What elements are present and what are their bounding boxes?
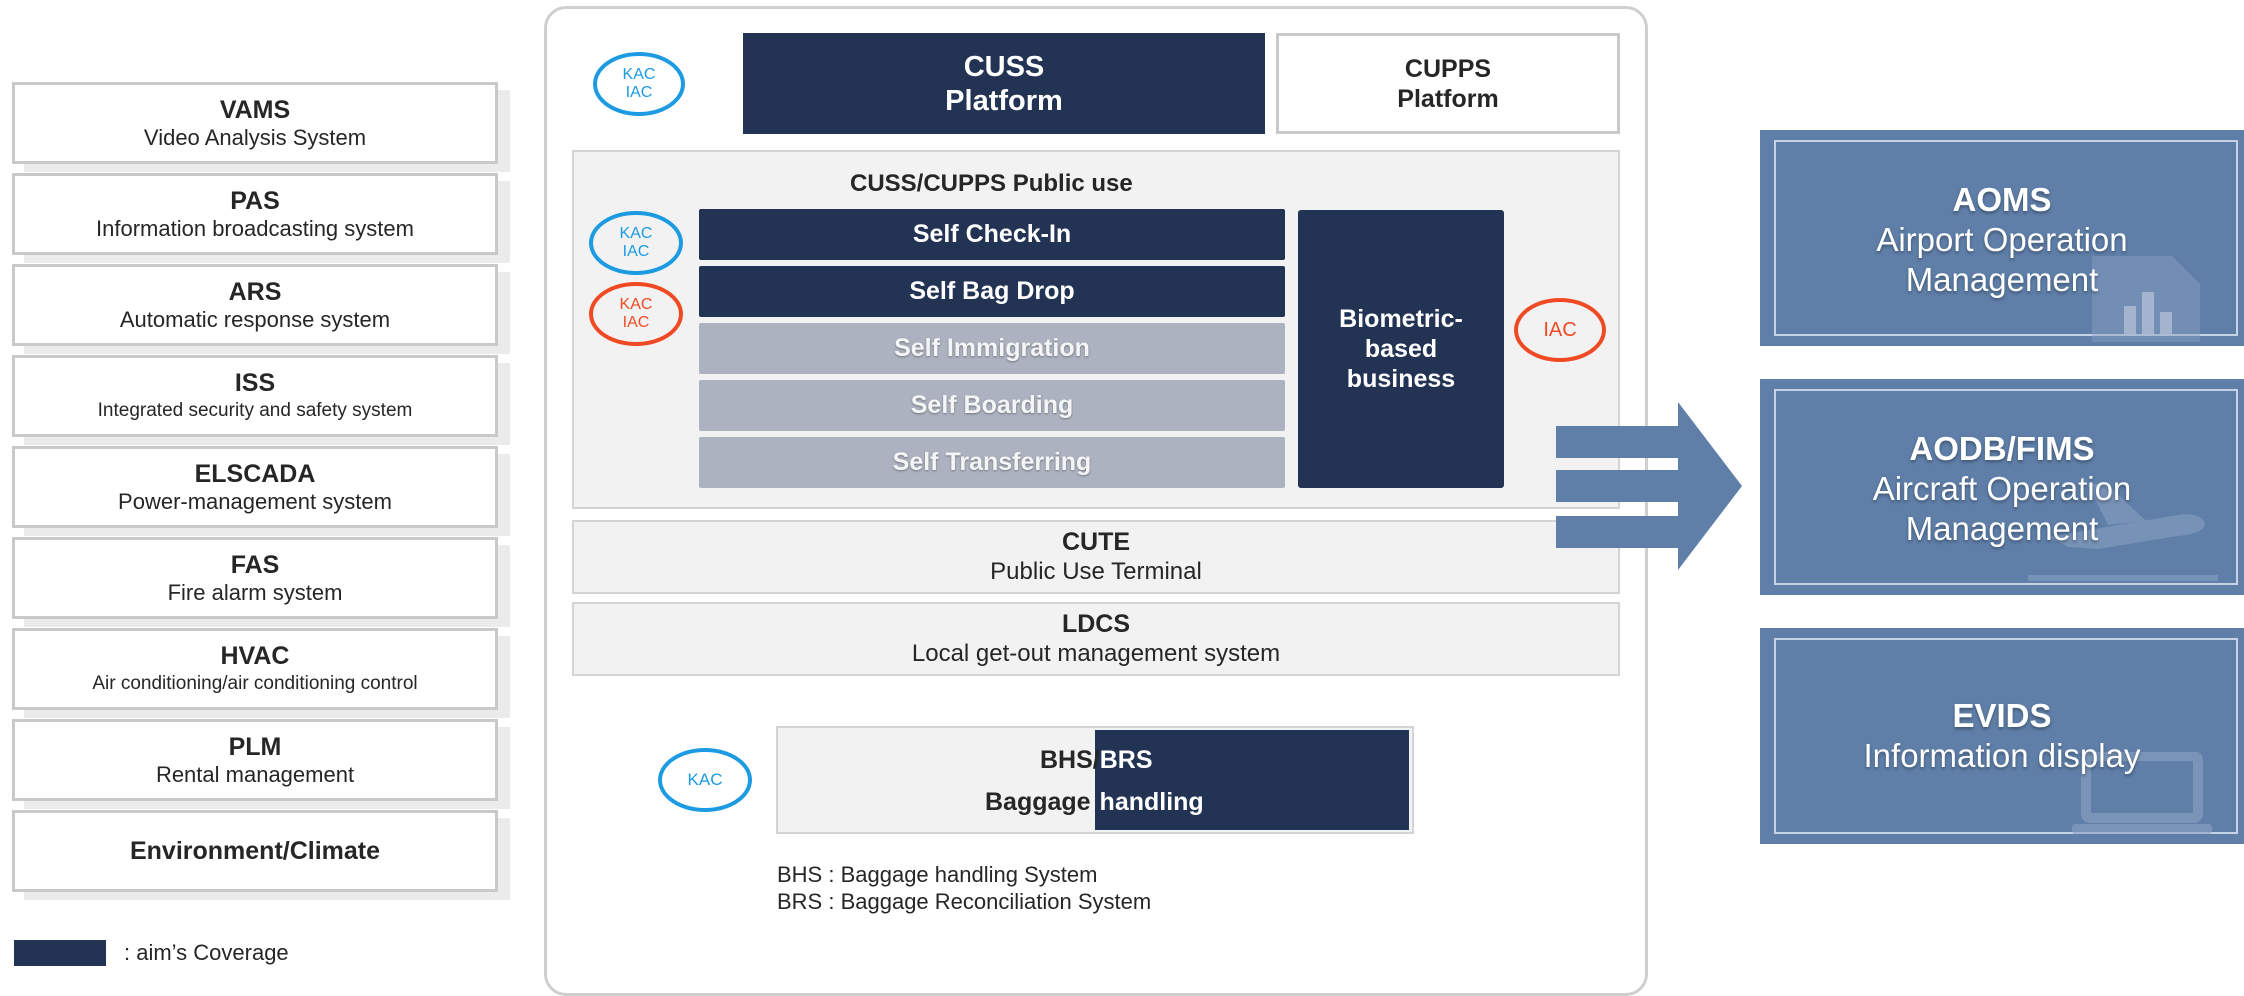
system-title: ARS — [228, 277, 282, 306]
bhs-line-2: Baggage handling — [985, 787, 1204, 817]
system-subtitle: Power-management system — [118, 488, 392, 514]
kac-iac-oval: KAC IAC — [593, 52, 685, 116]
system-subtitle: Air conditioning/air conditioning contro… — [92, 672, 418, 694]
system-subtitle: Video Analysis System — [143, 124, 367, 150]
oval-line: IAC — [622, 243, 650, 260]
service-self-bag-drop: Self Bag Drop — [699, 266, 1285, 317]
system-elscada: ELSCADA Power-management system — [12, 446, 498, 528]
arrow-icon — [1556, 402, 1742, 570]
bhs-right: BRS — [1099, 746, 1153, 774]
ldcs-subtitle: Local get-out management system — [911, 640, 1281, 667]
panel-subtitle: Aircraft Operation — [1872, 470, 2132, 507]
bhs-left: Baggage — [985, 788, 1091, 816]
system-subtitle: Information broadcasting system — [96, 215, 414, 241]
ldcs-box: LDCS Local get-out management system — [572, 602, 1620, 676]
system-title: PLM — [228, 732, 282, 761]
service-self-boarding: Self Boarding — [699, 380, 1285, 431]
system-subtitle: Integrated security and safety system — [97, 399, 413, 421]
airplane-takeoff-icon — [2028, 483, 2218, 581]
bhs-line-1: BHS/BRS — [1040, 745, 1153, 775]
oval-line: IAC — [622, 314, 650, 331]
document-chart-icon — [2092, 256, 2200, 342]
panel-title: AOMS — [1952, 181, 2052, 218]
oval-line: KAC — [622, 66, 656, 83]
bhs-left: BHS/ — [1040, 746, 1100, 774]
kac-iac-oval-blue: KAC IAC — [589, 211, 683, 275]
system-iss: ISS Integrated security and safety syste… — [12, 355, 498, 437]
system-plm: PLM Rental management — [12, 719, 498, 801]
panel-title: AODB/FIMS — [1909, 430, 2095, 467]
panel-border — [1774, 389, 2238, 585]
service-self-immigration: Self Immigration — [699, 323, 1285, 374]
cute-title: CUTE — [1061, 528, 1131, 556]
system-environment: Environment/Climate — [12, 810, 498, 892]
system-fas: FAS Fire alarm system — [12, 537, 498, 619]
panel-subtitle: Information display — [1863, 737, 2141, 774]
note-brs: BRS : Baggage Reconciliation System — [777, 889, 1152, 914]
kac-iac-oval-red: KAC IAC — [589, 282, 683, 346]
biometric-line: Biometric- — [1339, 305, 1463, 333]
biometric-line: based — [1364, 335, 1438, 363]
cute-subtitle: Public Use Terminal — [990, 558, 1202, 585]
system-title: VAMS — [219, 95, 291, 124]
system-subtitle: Rental management — [155, 761, 355, 787]
system-subtitle: Fire alarm system — [167, 579, 343, 605]
panel-evids: EVIDS Information display — [1760, 628, 2244, 844]
system-title: HVAC — [220, 641, 290, 670]
monitor-icon — [2072, 752, 2212, 834]
biometric-business: Biometric- based business — [1298, 210, 1504, 488]
system-title: ISS — [234, 368, 276, 397]
system-subtitle: Automatic response system — [119, 306, 391, 332]
oval-line: IAC — [625, 84, 653, 101]
cute-box: CUTE Public Use Terminal — [572, 520, 1620, 594]
panel-subtitle: Airport Operation — [1876, 221, 2128, 258]
note-bhs: BHS : Baggage handling System — [777, 862, 1098, 887]
service-self-check-in: Self Check-In — [699, 209, 1285, 260]
system-title: FAS — [230, 550, 280, 579]
panel-subtitle: Management — [1905, 510, 2099, 547]
cuss-subtitle: Platform — [945, 84, 1063, 117]
system-hvac: HVAC Air conditioning/air conditioning c… — [12, 628, 498, 710]
biometric-line: business — [1346, 365, 1456, 393]
panel-border — [1774, 140, 2238, 336]
panel-title: EVIDS — [1952, 697, 2052, 734]
system-title: ELSCADA — [194, 459, 316, 488]
ldcs-title: LDCS — [1061, 610, 1131, 638]
system-ars: ARS Automatic response system — [12, 264, 498, 346]
kac-oval: KAC — [658, 748, 752, 812]
cupps-title: CUPPS — [1404, 54, 1492, 83]
panel-aoms: AOMS Airport Operation Management — [1760, 130, 2244, 346]
panel-subtitle: Management — [1905, 261, 2099, 298]
cupps-platform: CUPPS Platform — [1276, 33, 1620, 134]
panel-aodb-fims: AODB/FIMS Aircraft Operation Management — [1760, 379, 2244, 595]
legend-swatch — [14, 940, 106, 966]
system-pas: PAS Information broadcasting system — [12, 173, 498, 255]
system-title: PAS — [230, 186, 280, 215]
cupps-subtitle: Platform — [1397, 84, 1499, 113]
bhs-coverage — [1095, 730, 1409, 830]
legend-text: : aim’s Coverage — [124, 940, 289, 965]
oval-line: KAC — [619, 296, 653, 313]
iac-oval: IAC — [1514, 298, 1606, 362]
cuss-title: CUSS — [963, 50, 1045, 83]
public-use-title: CUSS/CUPPS Public use — [850, 170, 1133, 197]
system-vams: VAMS Video Analysis System — [12, 82, 498, 164]
oval-line: KAC — [619, 225, 653, 242]
cuss-platform: CUSS Platform — [743, 33, 1265, 134]
panel-border — [1774, 638, 2238, 834]
system-title: Environment/Climate — [129, 836, 381, 865]
bhs-right: handling — [1099, 788, 1204, 816]
service-self-transferring: Self Transferring — [699, 437, 1285, 488]
